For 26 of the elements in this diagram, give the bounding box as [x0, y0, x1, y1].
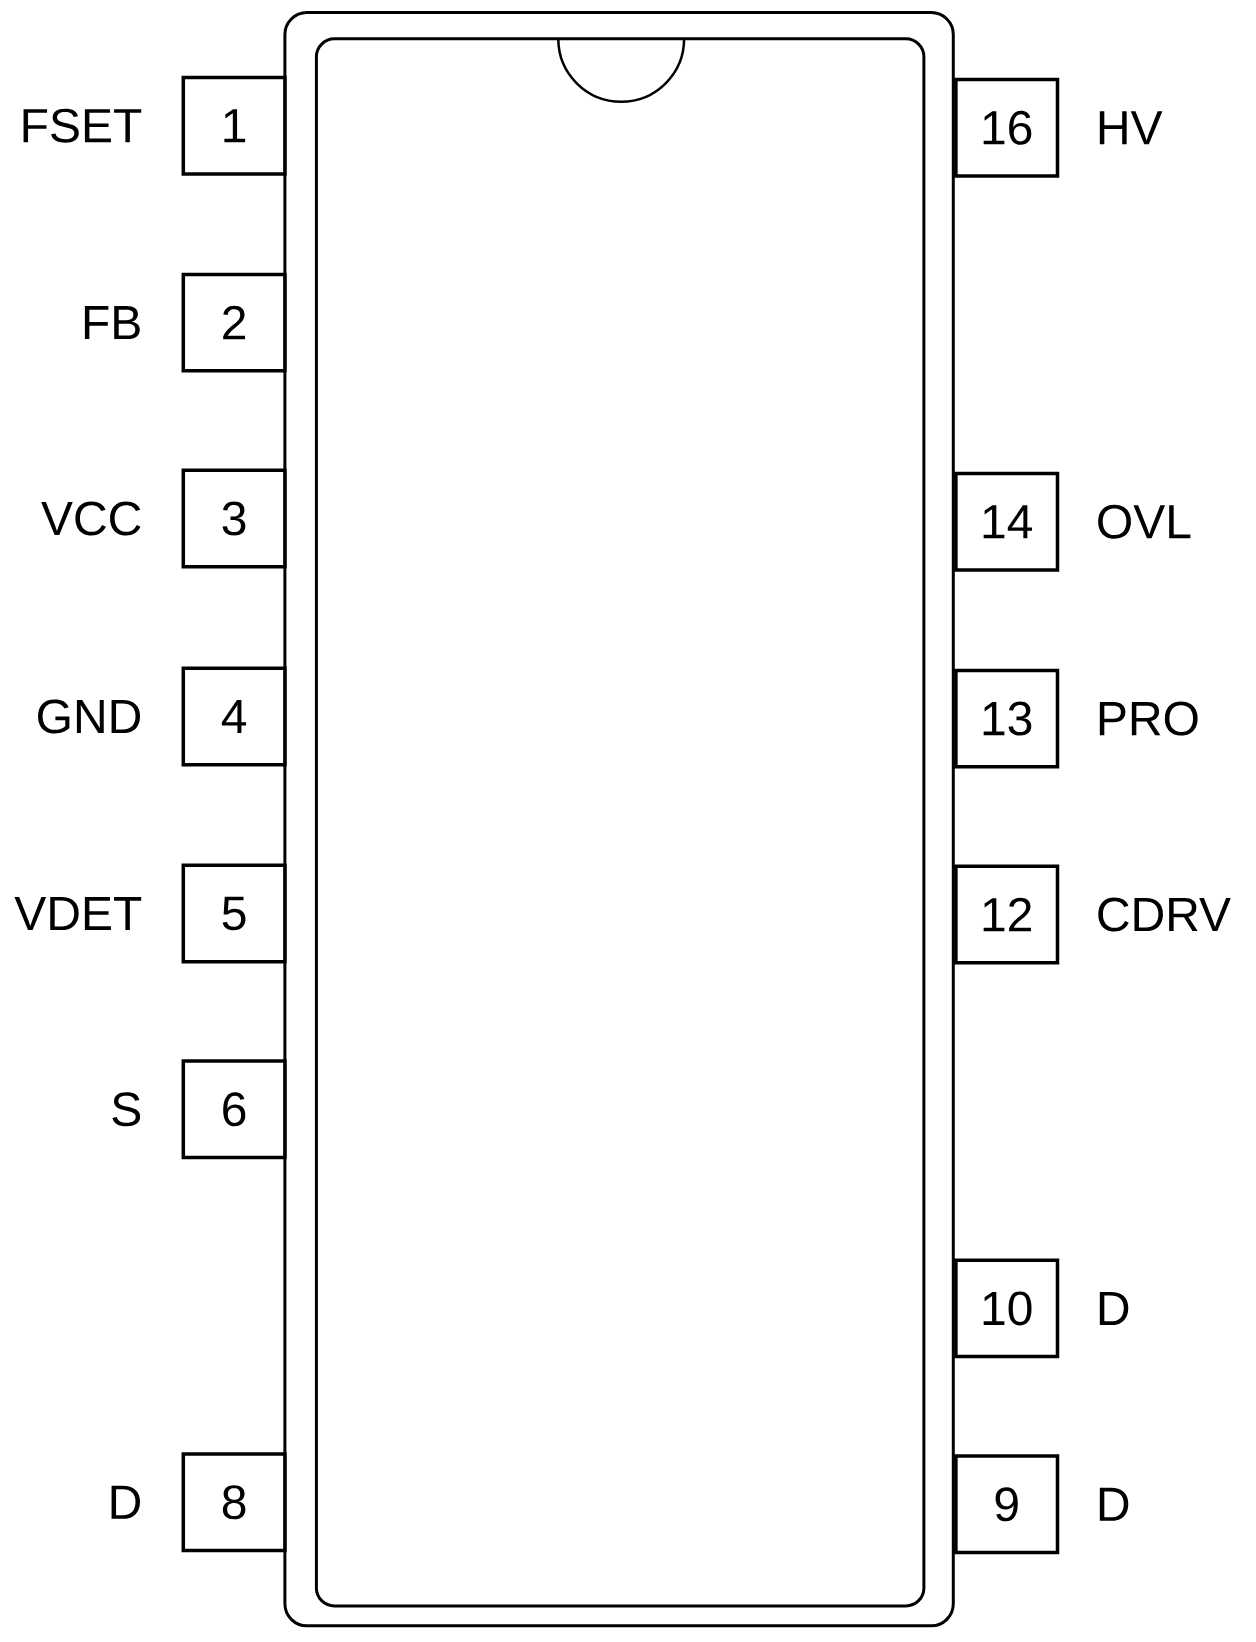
pin-label: FB [84, 306, 140, 340]
pin-box: 12 [954, 864, 1060, 965]
pin-box: 6 [181, 1059, 287, 1160]
pin-box: 16 [954, 77, 1060, 178]
pin-box: 9 [954, 1454, 1060, 1555]
pin-label: D [1099, 1291, 1129, 1325]
pin-label: D [111, 1485, 140, 1519]
pin-label: GND [38, 699, 140, 734]
pin-label: CDRV [1098, 897, 1231, 932]
pin-label: VDET [14, 897, 142, 930]
pin-label: S [112, 1092, 141, 1127]
pin-box: 5 [181, 863, 287, 964]
pin-label: D [1099, 1487, 1129, 1521]
pin-box: 13 [954, 668, 1060, 769]
pin-box: 8 [181, 1452, 287, 1553]
pin-label: OVL [1098, 504, 1191, 539]
pin-box: 3 [181, 468, 287, 569]
pin-box: 1 [181, 75, 287, 176]
pin-box: 2 [181, 272, 287, 373]
pin-label: VCC [41, 501, 141, 536]
pin-box: 4 [181, 666, 287, 767]
pin-label: HV [1099, 111, 1163, 145]
pin-box: 14 [954, 471, 1060, 572]
pin-label: PRO [1099, 701, 1198, 736]
pin-label: FSET [23, 108, 142, 143]
pin-box: 10 [954, 1258, 1060, 1359]
